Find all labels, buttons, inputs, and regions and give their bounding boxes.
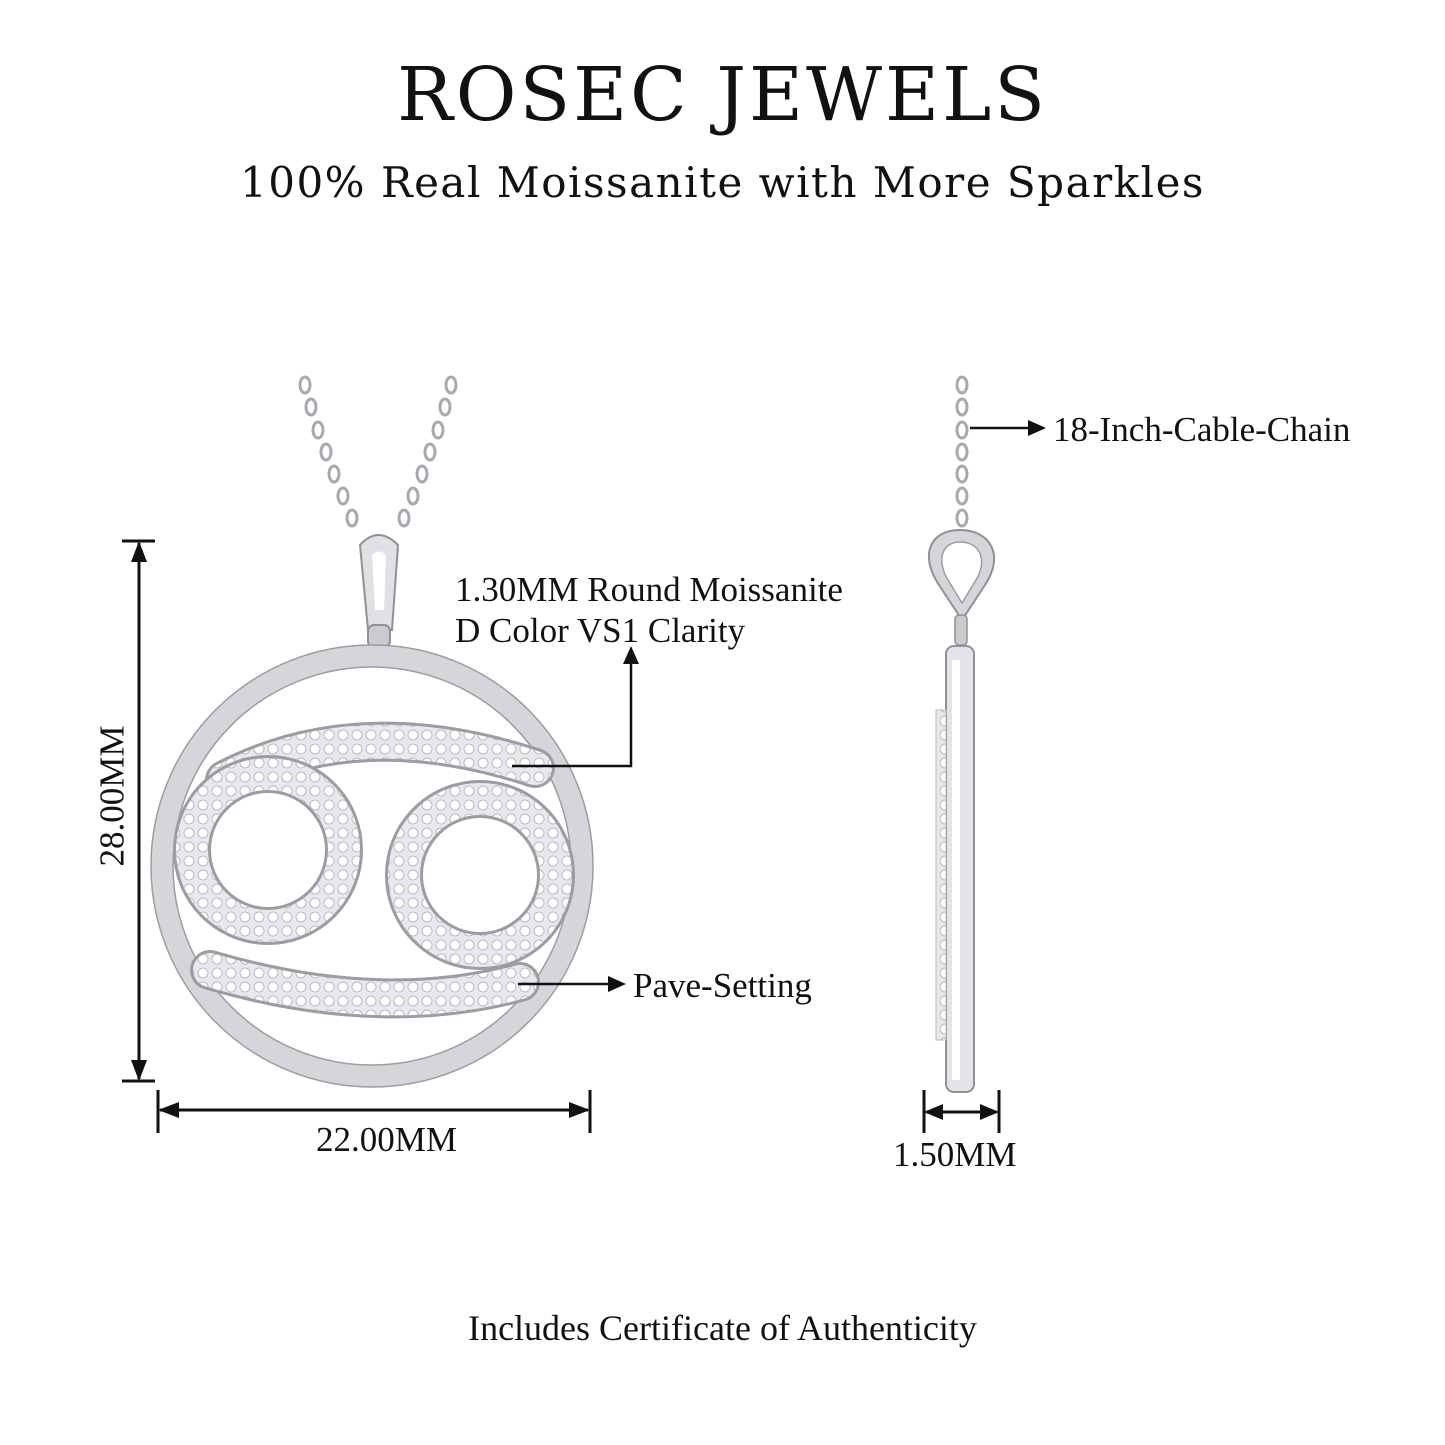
front-bail	[358, 534, 400, 648]
thickness-label: 1.50MM	[893, 1135, 1017, 1174]
front-chain	[298, 375, 458, 528]
side-bail	[928, 528, 996, 646]
thickness-dimension	[922, 1090, 1001, 1133]
height-label: 28.00MM	[92, 725, 132, 867]
width-dimension	[156, 1090, 592, 1133]
width-label: 22.00MM	[316, 1120, 457, 1159]
stone-quality-label: D Color VS1 Clarity	[455, 611, 746, 650]
setting-label: Pave-Setting	[633, 966, 812, 1005]
front-ring	[151, 645, 593, 1087]
stone-callout-leader	[512, 646, 639, 768]
side-profile	[935, 645, 975, 1093]
pave-callout-leader	[518, 976, 626, 992]
tagline: 100% Real Moissanite with More Sparkles	[240, 158, 1205, 207]
chain-callout-leader	[970, 420, 1046, 436]
chain-label: 18-Inch-Cable-Chain	[1053, 410, 1351, 449]
side-chain	[955, 375, 969, 528]
brand-title: ROSEC JEWELS	[397, 52, 1048, 138]
certificate-note: Includes Certificate of Authenticity	[468, 1308, 977, 1348]
stone-spec-label: 1.30MM Round Moissanite	[455, 570, 843, 609]
height-dimension	[122, 539, 155, 1083]
cancer-zodiac-glyph	[173, 721, 575, 1019]
